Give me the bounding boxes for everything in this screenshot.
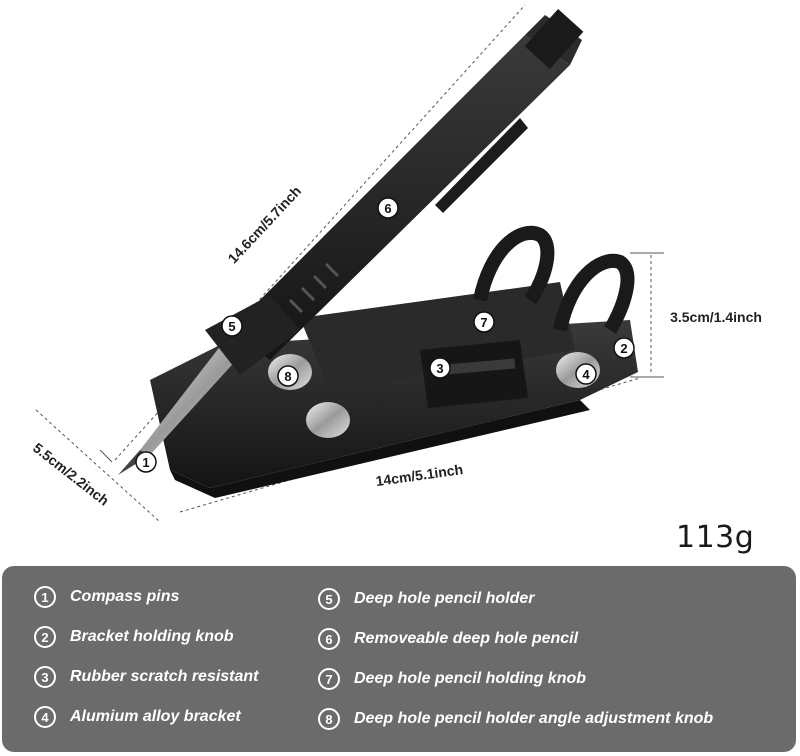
legend-number: 7: [318, 668, 340, 690]
base-length-label: 14cm/5.1inch: [375, 461, 464, 489]
legend-number: 8: [318, 708, 340, 730]
callout-3: 3: [429, 357, 451, 379]
svg-text:7: 7: [480, 315, 487, 330]
svg-text:8: 8: [284, 369, 291, 384]
legend-number: 1: [34, 586, 56, 608]
legend-number: 6: [318, 628, 340, 650]
bracket-loops: [473, 225, 635, 334]
callout-2: 2: [613, 337, 635, 359]
legend-item: 7 Deep hole pencil holding knob: [318, 668, 586, 690]
legend-number: 2: [34, 626, 56, 648]
legend-label: Deep hole pencil holder: [354, 590, 535, 607]
legend-label: Deep hole pencil holder angle adjustment…: [354, 710, 714, 727]
svg-text:3: 3: [436, 361, 443, 376]
legend-item: 8 Deep hole pencil holder angle adjustme…: [318, 708, 713, 730]
pencil: [118, 9, 584, 475]
callout-markers: 1 2 3 4 5 6 7 8: [135, 197, 635, 473]
svg-text:1: 1: [142, 455, 149, 470]
callout-7: 7: [473, 311, 495, 333]
legend-item: 4 Alumium alloy bracket: [34, 706, 241, 728]
legend-item: 1 Compass pins: [34, 586, 179, 608]
knob-lower: [306, 402, 350, 438]
legend-item: 6 Removeable deep hole pencil: [318, 628, 578, 650]
legend-number: 4: [34, 706, 56, 728]
depth-label: 5.5cm/2.2inch: [30, 439, 112, 508]
legend-panel: 1 Compass pins 2 Bracket holding knob 3 …: [2, 566, 796, 752]
callout-5: 5: [221, 315, 243, 337]
legend-number: 5: [318, 588, 340, 610]
legend-number: 3: [34, 666, 56, 688]
svg-text:6: 6: [384, 201, 391, 216]
callout-6: 6: [377, 197, 399, 219]
legend-item: 3 Rubber scratch resistant: [34, 666, 259, 688]
legend-label: Compass pins: [70, 588, 180, 605]
pencil-holder: [205, 295, 300, 375]
legend-label: Rubber scratch resistant: [70, 668, 259, 685]
legend-item: 5 Deep hole pencil holder: [318, 588, 534, 610]
legend-label: Deep hole pencil holding knob: [354, 670, 587, 687]
height-label: 3.5cm/1.4inch: [670, 309, 762, 325]
legend-label: Bracket holding knob: [70, 628, 234, 645]
callout-8: 8: [277, 365, 299, 387]
svg-text:4: 4: [582, 367, 590, 382]
legend-label: Alumium alloy bracket: [70, 708, 241, 725]
legend-label: Removeable deep hole pencil: [354, 630, 579, 647]
legend-item: 2 Bracket holding knob: [34, 626, 234, 648]
pencil-length-label: 14.6cm/5.7inch: [225, 183, 305, 267]
svg-text:2: 2: [620, 341, 627, 356]
weight-label: 113g: [676, 520, 755, 555]
callout-4: 4: [575, 363, 597, 385]
svg-text:5: 5: [228, 319, 235, 334]
callout-1: 1: [135, 451, 157, 473]
product-illustration: 14.6cm/5.7inch 3.5cm/1.4inch 5.5cm/2.2in…: [30, 4, 762, 523]
